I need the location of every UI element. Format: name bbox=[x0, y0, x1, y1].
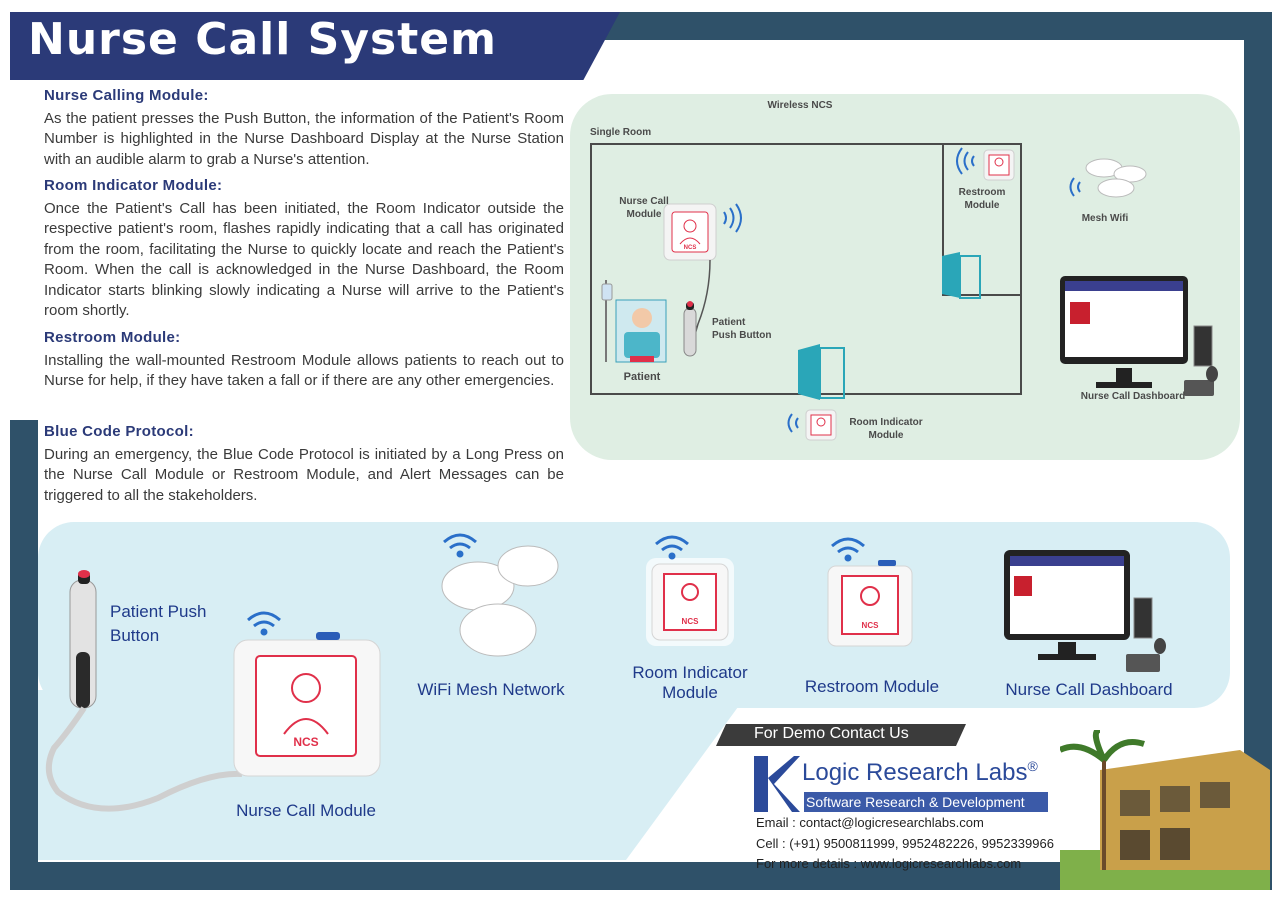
section-heading: Blue Code Protocol: bbox=[44, 423, 194, 440]
patient-bed-icon bbox=[601, 280, 667, 363]
nurse-call-module-label: Nurse Call Module bbox=[619, 196, 669, 220]
contact-email[interactable]: Email : contact@logicresearchlabs.com bbox=[756, 815, 984, 830]
wifi-signal-icon bbox=[1069, 177, 1081, 197]
room-indicator-label: Room Indicator Module bbox=[849, 417, 923, 441]
section-heading: Room Indicator Module: bbox=[44, 177, 223, 194]
wifi-mesh-product-icon bbox=[441, 545, 559, 657]
wireless-diagram-illustration: NCS bbox=[601, 147, 1218, 441]
frame-left bbox=[10, 420, 38, 890]
patient-push-button-title: Patient Push Button bbox=[110, 602, 207, 645]
wifi-signal-icon bbox=[247, 611, 281, 636]
section-heading: Nurse Calling Module: bbox=[44, 87, 209, 104]
section-nurse-calling: Nurse Calling Module: As the patient pre… bbox=[44, 86, 564, 170]
restroom-title: Restroom Module bbox=[804, 677, 940, 696]
demo-contact-tag: For Demo Contact Us bbox=[716, 724, 966, 746]
nurse-call-module-icon: NCS bbox=[663, 203, 717, 261]
nurse-call-dashboard-icon bbox=[1060, 276, 1218, 396]
title-banner bbox=[10, 12, 620, 80]
demo-contact-label: For Demo Contact Us bbox=[754, 725, 909, 742]
office-building-image bbox=[1060, 730, 1270, 890]
patient-push-button-label: Patient Push Button bbox=[712, 317, 772, 341]
section-blue-code: Blue Code Protocol: During an emergency,… bbox=[44, 422, 564, 506]
wireless-label: Wireless NCS bbox=[767, 100, 833, 111]
section-body: Installing the wall-mounted Restroom Mod… bbox=[44, 351, 564, 390]
products-illustration: NCS NCS NCS bbox=[45, 533, 1166, 812]
wifi-mesh-title: WiFi Mesh Network bbox=[417, 680, 565, 699]
restroom-module-label: Restroom Module bbox=[958, 187, 1006, 211]
wifi-signal-icon bbox=[831, 537, 865, 562]
section-body: Once the Patient's Call has been initiat… bbox=[44, 199, 564, 320]
svg-text:NCS: NCS bbox=[684, 245, 697, 251]
patient-push-button-icon bbox=[683, 301, 697, 357]
main-door-icon bbox=[798, 344, 845, 400]
company-tagline: Software Research & Development bbox=[804, 792, 1048, 812]
contact-website[interactable]: For more details : www.logicresearchlabs… bbox=[756, 856, 1022, 871]
product-panel-lower bbox=[38, 690, 738, 860]
dashboard-title: Nurse Call Dashboard bbox=[1005, 680, 1173, 699]
single-room-label: Single Room bbox=[590, 127, 652, 138]
contact-cell: Cell : (+91) 9500811999, 9952482226, 995… bbox=[756, 836, 1054, 851]
wifi-signal-icon bbox=[787, 413, 799, 433]
patient-label: Patient bbox=[623, 371, 661, 383]
wifi-signal-icon bbox=[655, 535, 689, 560]
mesh-wifi-icon bbox=[1085, 158, 1147, 198]
wifi-signal-icon bbox=[956, 147, 975, 175]
section-body: As the patient presses the Push Button, … bbox=[44, 109, 564, 168]
nurse-call-module-product-icon: NCS bbox=[233, 632, 381, 777]
page-title: Nurse Call System bbox=[28, 14, 497, 65]
svg-text:NCS: NCS bbox=[862, 621, 880, 630]
section-restroom: Restroom Module: Installing the wall-mou… bbox=[44, 328, 564, 392]
svg-text:NCS: NCS bbox=[293, 735, 318, 749]
dashboard-product-icon bbox=[1004, 550, 1166, 672]
restroom-module-icon bbox=[983, 149, 1015, 181]
frame-right bbox=[1244, 12, 1272, 890]
wifi-signal-icon bbox=[723, 203, 742, 233]
mesh-wifi-label: Mesh Wifi bbox=[1081, 213, 1129, 224]
room-indicator-product-icon: NCS bbox=[646, 558, 734, 646]
section-body: During an emergency, the Blue Code Proto… bbox=[44, 445, 564, 504]
restroom-wall bbox=[942, 143, 1022, 296]
section-heading: Restroom Module: bbox=[44, 329, 181, 346]
wifi-signal-icon bbox=[443, 533, 477, 558]
room-indicator-icon bbox=[805, 409, 837, 441]
restroom-product-icon: NCS bbox=[827, 560, 913, 647]
nurse-call-module-title: Nurse Call Module bbox=[236, 801, 376, 820]
patient-push-button-product-icon bbox=[45, 570, 243, 812]
room-indicator-title: Room Indicator Module bbox=[632, 663, 748, 702]
company-name: Logic Research Labs® bbox=[802, 758, 1038, 786]
lrl-logo-icon bbox=[754, 756, 800, 812]
dashboard-label: Nurse Call Dashboard bbox=[1080, 391, 1186, 402]
restroom-door-icon bbox=[942, 252, 981, 299]
section-room-indicator: Room Indicator Module: Once the Patient'… bbox=[44, 176, 564, 322]
svg-text:NCS: NCS bbox=[682, 617, 700, 626]
